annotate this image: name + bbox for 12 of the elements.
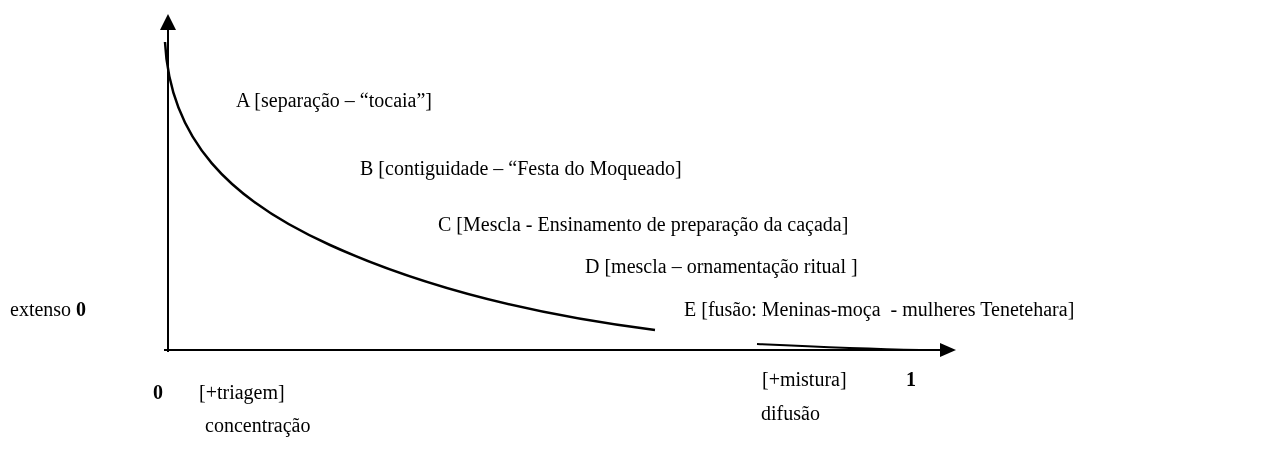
tick-label: 1 bbox=[906, 367, 916, 391]
region-label: D [mescla – ornamentação ritual ] bbox=[585, 254, 858, 278]
region-label: A [separação – “tocaia”] bbox=[236, 88, 432, 112]
region-label: B [contiguidade – “Festa do Moqueado] bbox=[360, 156, 682, 180]
region-label: E [fusão: Meninas-moça - mulheres Tenetehara] bbox=[684, 297, 1075, 321]
axis-label: [+mistura] bbox=[762, 367, 847, 391]
axis-label: [+triagem] bbox=[199, 380, 285, 404]
axis-label: extenso 0 bbox=[10, 297, 87, 321]
region-label: C [Mescla - Ensinamento de preparação da caçada] bbox=[438, 212, 849, 236]
axis-label: concentração bbox=[205, 413, 311, 437]
axis-label: difusão bbox=[761, 401, 820, 425]
tick-label: 0 bbox=[153, 380, 163, 404]
